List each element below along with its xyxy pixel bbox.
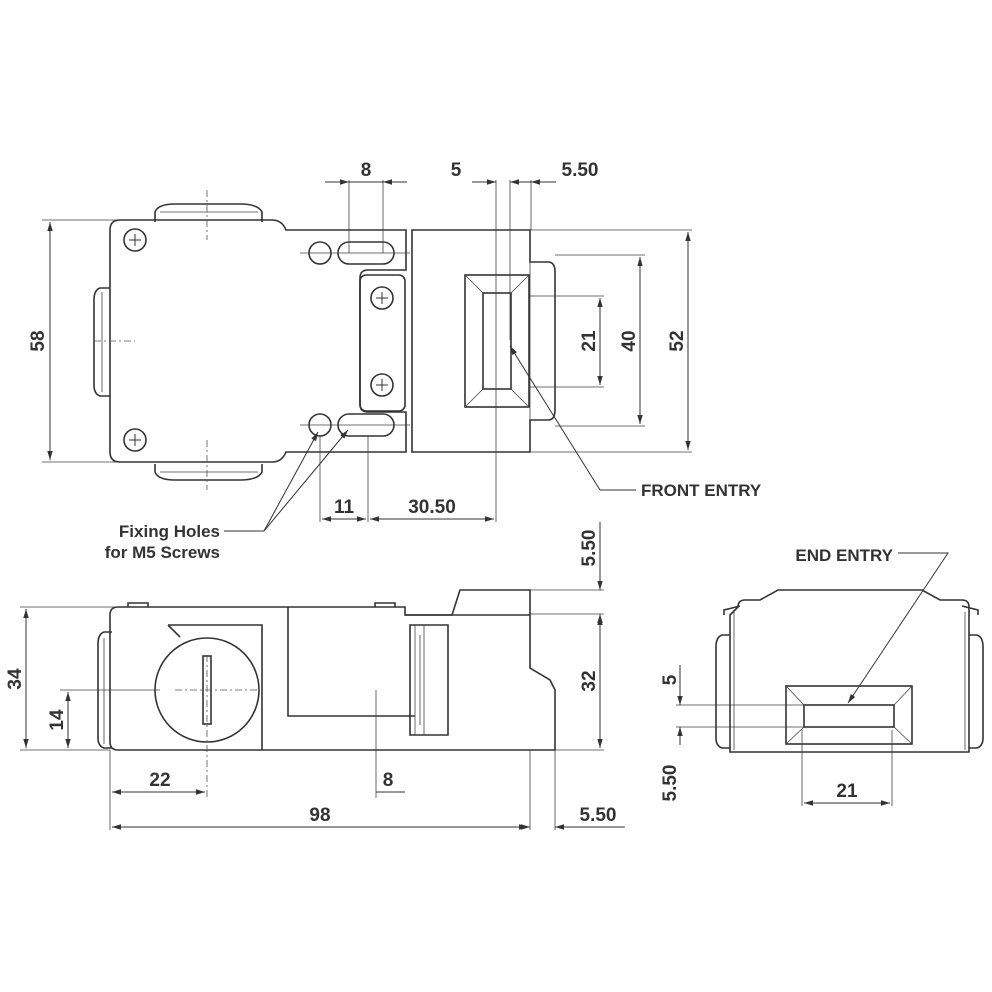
label-fixing-holes-2: for M5 Screws xyxy=(105,543,220,562)
dim-side-14: 14 xyxy=(47,709,68,731)
side-view-dimensions: 34 14 5.50 32 22 8 98 5.50 xyxy=(5,522,625,830)
dim-side-34: 34 xyxy=(5,668,26,690)
dim-height-58: 58 xyxy=(28,330,49,351)
top-view-dimensions: 8 5 5.50 58 21 40 52 11 30.50 xyxy=(28,160,691,522)
dim-bottom-5-50: 5.50 xyxy=(580,805,617,826)
dim-hole-30-50: 30.50 xyxy=(408,497,456,518)
dim-end-5-50: 5.50 xyxy=(660,765,681,802)
end-entry-slot xyxy=(785,685,913,745)
dim-top-gap: 5 xyxy=(451,160,462,181)
dim-body-52: 52 xyxy=(667,330,688,351)
label-fixing-holes-1: Fixing Holes xyxy=(119,522,220,541)
dim-top-slot-width: 8 xyxy=(361,160,372,181)
top-view xyxy=(42,180,692,522)
dim-end-21: 21 xyxy=(836,781,858,802)
label-end-entry: END ENTRY xyxy=(795,546,893,565)
dim-side-32: 32 xyxy=(579,670,600,691)
dim-side-22: 22 xyxy=(149,770,170,791)
screw-mid-top xyxy=(370,286,394,310)
dim-length-98: 98 xyxy=(309,805,330,826)
dim-hole-11: 11 xyxy=(334,497,355,518)
side-view xyxy=(20,589,604,830)
end-view xyxy=(676,589,984,806)
dim-side-5-50: 5.50 xyxy=(579,530,600,567)
end-view-dimensions: 5 5.50 21 xyxy=(660,552,949,806)
dim-slot-21: 21 xyxy=(579,330,600,352)
screw-top-left xyxy=(123,228,147,252)
dim-side-8: 8 xyxy=(383,770,394,791)
label-front-entry: FRONT ENTRY xyxy=(641,481,762,500)
dim-top-offset: 5.50 xyxy=(562,160,599,181)
front-entry-slot xyxy=(464,274,530,408)
screw-mid-bottom xyxy=(370,373,394,397)
dim-slot-40: 40 xyxy=(619,330,640,351)
screw-bottom-left xyxy=(123,428,147,452)
dim-end-5: 5 xyxy=(660,674,681,685)
leaders xyxy=(224,345,636,532)
